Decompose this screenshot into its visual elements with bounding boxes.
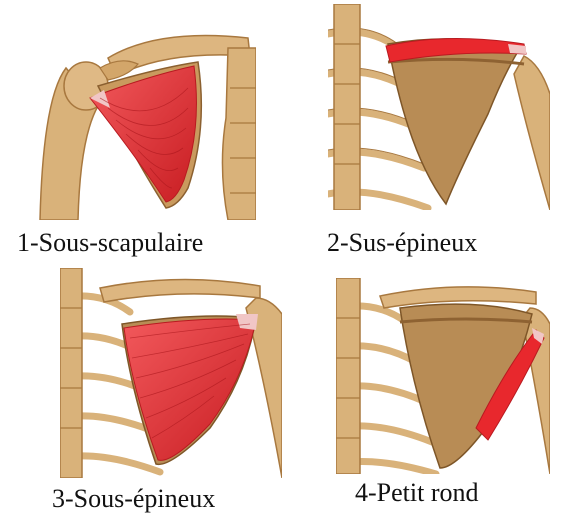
clavicle [100,279,260,302]
infraspinatus-muscle [124,319,256,460]
spine [222,48,256,220]
spine [334,4,360,210]
subscapularis-illustration [38,28,256,220]
caption-teres-minor: 4-Petit rond [355,480,479,506]
teres-minor-illustration [336,278,550,474]
caption-infraspinatus: 3-Sous-épineux [52,486,215,512]
spine [60,268,82,478]
caption-subscapularis: 1-Sous-scapulaire [17,230,203,256]
infraspinatus-illustration [60,268,282,478]
humerus [514,56,550,210]
spine [336,278,360,474]
caption-supraspinatus: 2-Sus-épineux [327,230,477,256]
scapula [388,39,520,204]
supraspinatus-illustration [328,4,550,210]
